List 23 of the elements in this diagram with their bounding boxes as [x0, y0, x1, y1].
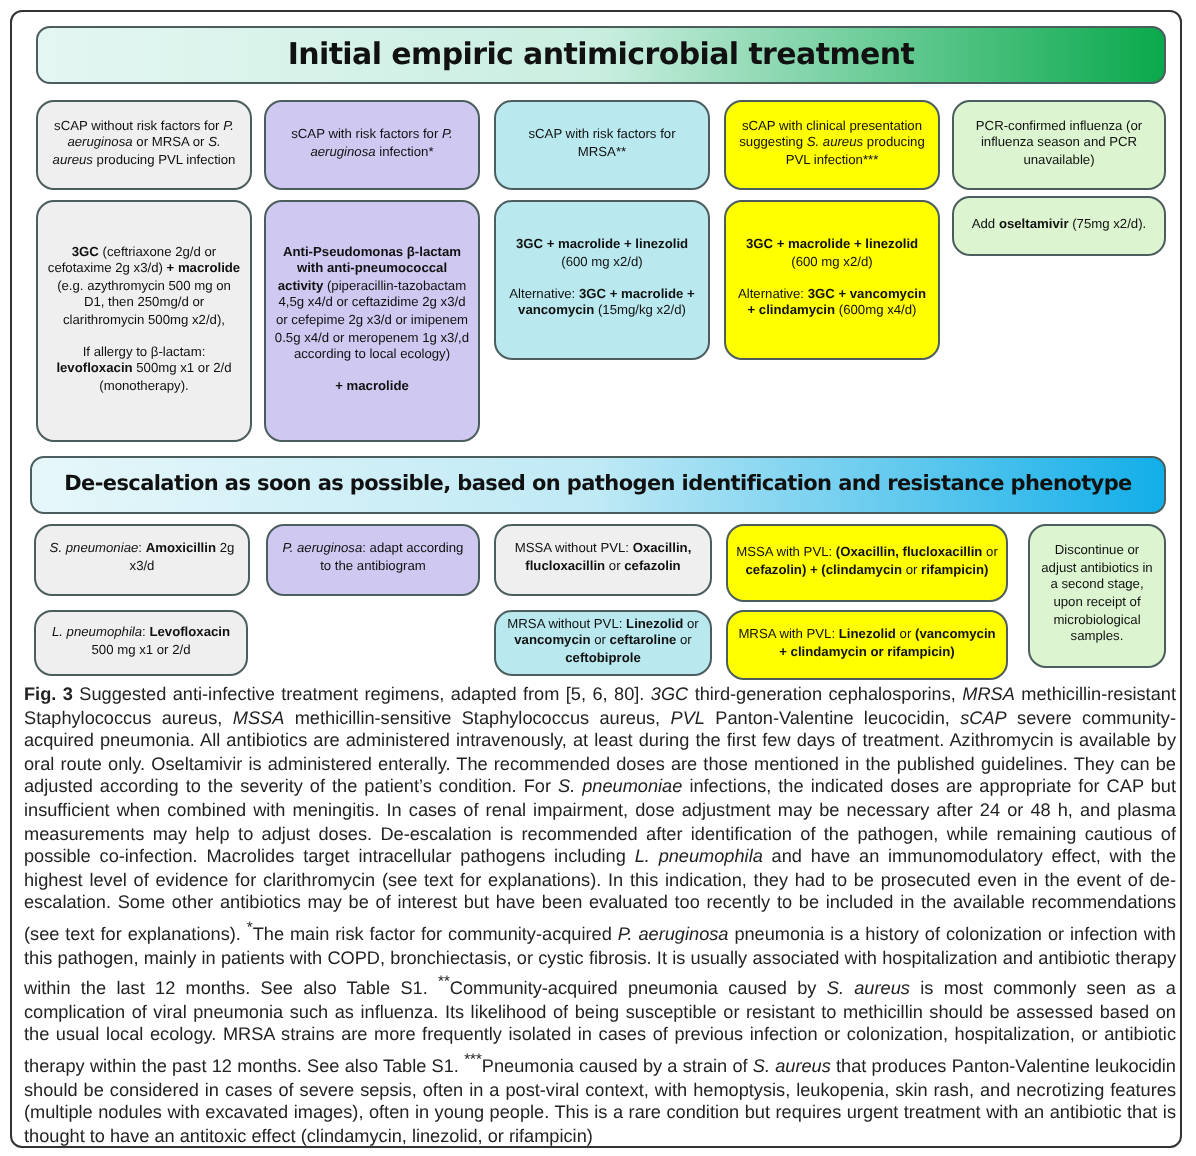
treatment-box	[36, 200, 252, 442]
treatment-box	[952, 100, 1166, 190]
treatment-box	[494, 100, 710, 190]
treatment-box	[494, 200, 710, 360]
treatment-box	[264, 200, 480, 442]
treatment-box	[1028, 524, 1166, 668]
treatment-box	[952, 196, 1166, 256]
treatment-box	[494, 524, 712, 596]
treatment-box	[726, 610, 1008, 680]
section-banner	[36, 26, 1166, 84]
section-heading: De-escalation as soon as possible, based on pathogen identification and resistance phenotype	[64, 471, 1132, 499]
treatment-box	[34, 524, 250, 596]
treatment-box	[494, 610, 712, 676]
treatment-box	[36, 100, 252, 190]
treatment-box	[726, 524, 1008, 602]
treatment-box	[34, 610, 248, 676]
section-heading: Initial empiric antimicrobial treatment	[287, 35, 915, 75]
treatment-box	[264, 100, 480, 190]
treatment-box	[724, 100, 940, 190]
treatment-box	[724, 200, 940, 360]
section-banner	[30, 456, 1166, 514]
treatment-box	[266, 524, 480, 596]
figure-caption: Fig. 3 Suggested anti-infective treatment regimens, adapted from [5, 6, 80]. 3GC third-generation cephalosporins, MRSA methicillin-resistant Staphylococcus aureus, MSSA methicillin-sensitive Staphylococcus aureus, PVL Panton-Valentine leucocidin, sCAP severe community-acquired pneumonia. All antibiotics are administered intravenously, at least during the first few days of treatment. Azithromycin is available by oral route only. Oseltamivir is administered enterally. The recommended doses are those mentioned in the published guidelines. They can be adjusted according to the severity of the patient’s condition. For S. pneumoniae infections, the indicated doses are appropriate for CAP but insufficient when combined with meningitis. In cases of renal impairment, dose adjustment may be necessary after 24 or 48 h, and plasma measurements may help to adjust doses. De-escalation is recommended after identification of the pathogen, while remaining cautious of possible co-infection. Macrolides target intracellular pathogens including L. pneumophila and have an immunomodulatory effect, with the highest level of evidence for clarithromycin (see text for explanations). In this indication, they had to be prosecuted even in the event of de-escalation. Some other antibiotics may be of interest but have been evaluated too recently to be included in the available recommendations (see text for explanations). $^{*}$The main risk factor for community-acquired P. aeruginosa pneumonia is a history of colonization or infection with this pathogen, mainly in patients with COPD, bronchiectasis, or cystic fibrosis. It is usually associated with hospitalization and antibiotic therapy within the last 12 months. See also Table S1. $^{**}$Community-acquired pneumonia caused by S. aureus is most commonly seen as a complication of viral pneumonia such as influenza. Its likelihood of being susceptible or resistant to methicillin should be assessed based on the usual local ecology. MRSA strains are more frequently isolated in cases of previous infection or colonization, hospitalization, or antibiotic therapy within the past 12 months. See also Table S1. $^{***}$Pneumonia caused by a strain of S. aureus that produces Panton-Valentine leukocidin should be considered in cases of severe sepsis, often in a post-viral context, with hemoptysis, leukopenia, skin rash, and necrotizing features (multiple nodules with excavated images), often in young people. This is a rare condition but requires urgent treatment with an antibiotic that is thought to have an antitoxic effect (clindamycin, linezolid, or rifampicin)	[24, 684, 1176, 1149]
